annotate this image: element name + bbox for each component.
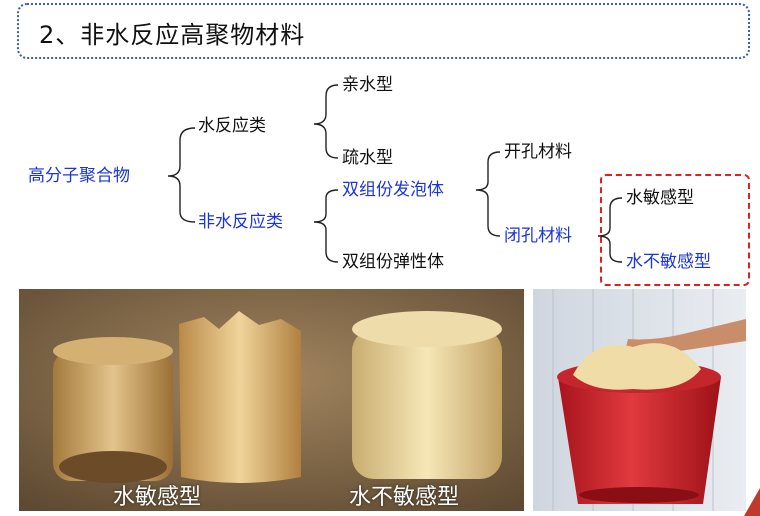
tree-open-cell: 开孔材料: [504, 142, 572, 162]
tree-closed-cell: 闭孔材料: [504, 226, 572, 246]
tree-water-sensitive: 水敏感型: [626, 188, 694, 208]
tree-water-insensitive: 水不敏感型: [626, 252, 711, 272]
tree-hydrophobic: 疏水型: [342, 148, 393, 168]
tree-two-component-foam: 双组份发泡体: [342, 180, 444, 200]
foam-samples-photo: 水敏感型 水不敏感型: [19, 289, 524, 511]
caption-water-insensitive: 水不敏感型: [349, 479, 459, 511]
corner-decoration: [744, 488, 760, 516]
tree-two-component-elastomer: 双组份弹性体: [342, 252, 444, 272]
tree-root: 高分子聚合物: [28, 166, 130, 186]
caption-water-sensitive: 水敏感型: [113, 479, 201, 511]
tree-hydrophilic: 亲水型: [342, 75, 393, 95]
tree-non-water-reactive: 非水反应类: [198, 212, 283, 232]
bucket-photo: [533, 289, 746, 511]
tree-water-reactive: 水反应类: [198, 116, 266, 136]
